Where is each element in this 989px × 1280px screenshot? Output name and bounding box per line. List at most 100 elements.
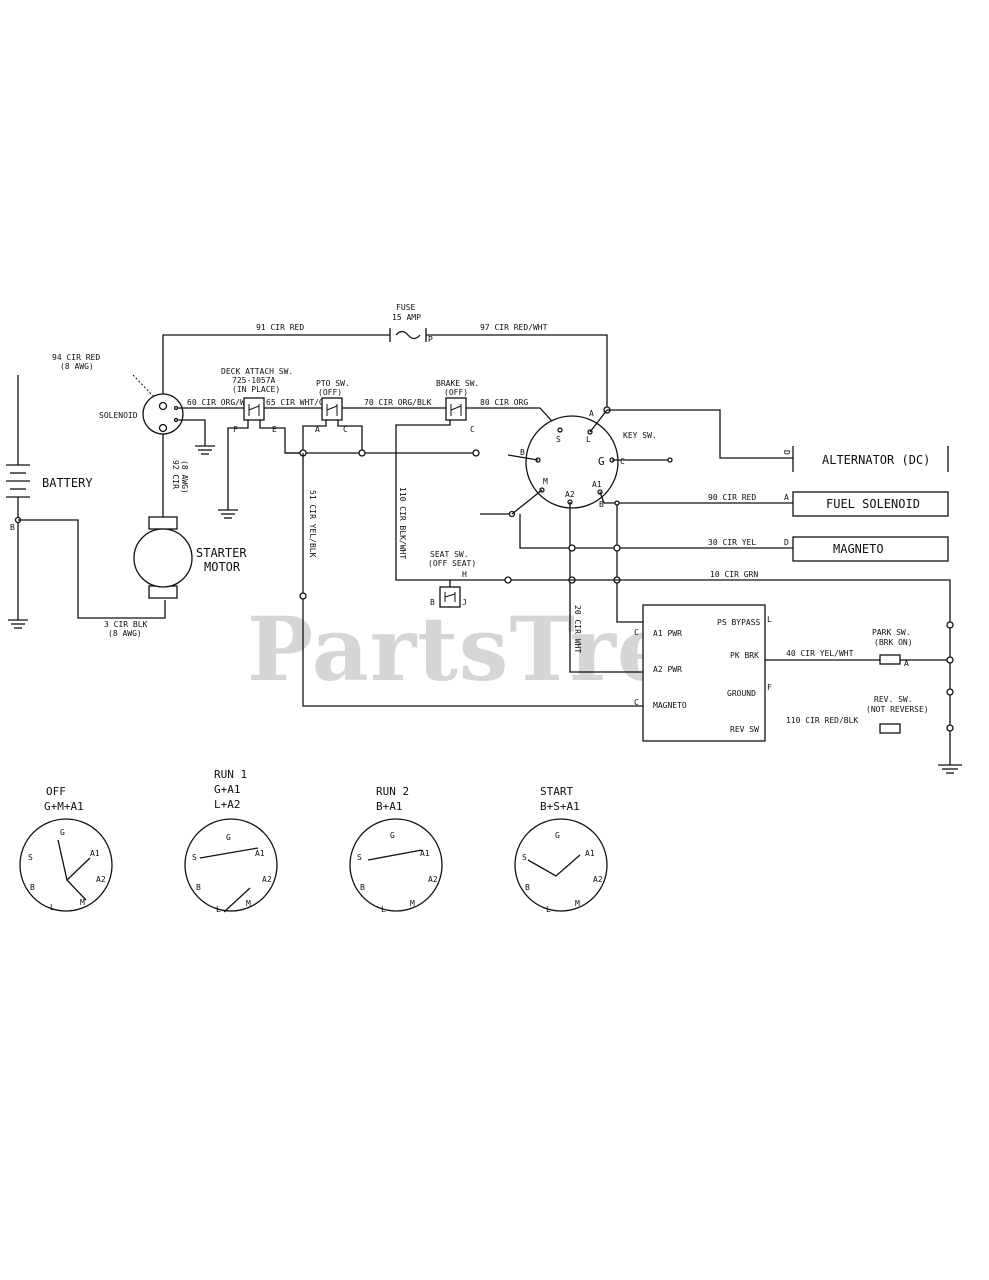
- brake-state: (OFF): [444, 388, 468, 397]
- deck-attach-part: 725-1057A: [232, 376, 276, 385]
- wire-94-label: 94 CIR RED: [52, 353, 100, 362]
- key-b-label-in: B: [520, 448, 525, 457]
- svg-text:L: L: [216, 905, 221, 914]
- brake-switch-symbol: [445, 397, 467, 421]
- fuel-solenoid-box: [792, 491, 949, 517]
- wire-51-label: 51 CIR YEL/BLK: [308, 490, 317, 558]
- run2-combo: B+A1: [376, 800, 403, 813]
- key-g-label: G: [598, 455, 605, 468]
- starter-label-1: STARTER: [196, 546, 247, 560]
- wire-110b-label: 110 CIR RED/BLK: [786, 716, 858, 725]
- solenoid-symbol: [142, 393, 184, 435]
- svg-text:L: L: [50, 903, 55, 912]
- control-module-box: [642, 604, 766, 742]
- alt-d-label: D: [782, 450, 791, 455]
- deck-attach-label: DECK ATTACH SW.: [221, 367, 293, 376]
- deck-attach-switch-symbol: [243, 397, 265, 421]
- magneto-label: MAGNETO: [833, 542, 884, 556]
- module-l-label: L: [767, 615, 772, 624]
- module-a1-pwr: A1 PWR: [653, 629, 682, 638]
- deck-attach-state: (IN PLACE): [232, 385, 280, 394]
- fuse-p-label: P: [428, 335, 433, 344]
- wire-65-label: 65 CIR WHT/ORG: [266, 398, 334, 407]
- svg-text:B: B: [525, 883, 530, 892]
- pto-a-label: A: [315, 425, 320, 434]
- module-ground: GROUND: [727, 689, 756, 698]
- alternator-label: ALTERNATOR (DC): [822, 453, 930, 467]
- seat-state: (OFF SEAT): [428, 559, 476, 568]
- wire-90-label: 90 CIR RED: [708, 493, 756, 502]
- svg-text:G: G: [226, 833, 231, 842]
- svg-text:S: S: [522, 853, 527, 862]
- key-a2-label: A2: [565, 490, 575, 499]
- key-b-label: B: [599, 500, 604, 509]
- wire-91-label: 91 CIR RED: [256, 323, 304, 332]
- wire-60-label: 60 CIR ORG/WHT: [187, 398, 255, 407]
- seat-b-label: B: [430, 598, 435, 607]
- run1-title: RUN 1: [214, 768, 247, 781]
- park-switch-symbol: [879, 654, 901, 665]
- rev-label: REV. SW.: [874, 695, 913, 704]
- park-a-label: A: [904, 659, 909, 668]
- svg-text:B: B: [196, 883, 201, 892]
- wire-20-label: 20 CIR WHT: [573, 605, 582, 653]
- svg-text:G: G: [390, 831, 395, 840]
- run1-combo-1: G+A1: [214, 783, 241, 796]
- wire-10-label: 10 CIR GRN: [710, 570, 758, 579]
- wire-110-label: 110 CIR BLK/WHT: [398, 487, 407, 559]
- svg-text:B: B: [360, 883, 365, 892]
- svg-text:M: M: [80, 898, 85, 907]
- module-f-label: F: [767, 683, 772, 692]
- deck-e-label: E: [272, 425, 277, 434]
- wire-92-gauge: (8 AWG): [180, 460, 189, 494]
- svg-text:A1: A1: [255, 849, 265, 858]
- svg-text:A1: A1: [585, 849, 595, 858]
- run1-combo-2: L+A2: [214, 798, 241, 811]
- key-a1-label: A1: [592, 480, 602, 489]
- key-s-label: S: [556, 435, 561, 444]
- battery-label: BATTERY: [42, 476, 93, 490]
- wire-3-label: 3 CIR BLK: [104, 620, 148, 629]
- key-position-off: OFF G+M+A1 S B G L M A1 A2: [19, 785, 113, 912]
- wire-40-label: 40 CIR YEL/WHT: [786, 649, 854, 658]
- key-l-label: L: [586, 435, 591, 444]
- rev-state: (NOT REVERSE): [866, 705, 929, 714]
- seat-h-label: H: [462, 570, 467, 579]
- fuse-rating: 15 AMP: [392, 313, 421, 322]
- off-combo: G+M+A1: [44, 800, 84, 813]
- solenoid-label: SOLENOID: [99, 411, 138, 420]
- start-title: START: [540, 785, 573, 798]
- off-title: OFF: [46, 785, 66, 798]
- wire-97-label: 97 CIR RED/WHT: [480, 323, 548, 332]
- wire-70-label: 70 CIR ORG/BLK: [364, 398, 432, 407]
- rev-switch-symbol: [879, 723, 901, 734]
- svg-text:M: M: [575, 899, 580, 908]
- svg-text:A2: A2: [262, 875, 272, 884]
- svg-text:A1: A1: [90, 849, 100, 858]
- starter-motor-symbol: [133, 516, 193, 599]
- svg-text:G: G: [60, 828, 65, 837]
- wire-30-label: 30 CIR YEL: [708, 538, 756, 547]
- svg-text:A2: A2: [96, 875, 106, 884]
- fuse-label: FUSE: [396, 303, 415, 312]
- key-c-label: C: [620, 457, 625, 466]
- svg-text:A2: A2: [428, 875, 438, 884]
- key-position-run1: RUN 1 G+A1 L+A2 S B G L M A1 A2: [184, 768, 278, 914]
- pto-switch-symbol: [321, 397, 343, 421]
- key-switch-symbol: [525, 415, 619, 509]
- svg-text:M: M: [410, 899, 415, 908]
- svg-text:G: G: [555, 831, 560, 840]
- park-state: (BRK ON): [874, 638, 913, 647]
- module-magneto: MAGNETO: [653, 701, 687, 710]
- pto-state: (OFF): [318, 388, 342, 397]
- magneto-d-label: D: [784, 538, 789, 547]
- pto-c-label: C: [343, 425, 348, 434]
- key-a-label: A: [589, 409, 594, 418]
- module-rev-sw: REV SW: [730, 725, 759, 734]
- pto-label: PTO SW.: [316, 379, 350, 388]
- fuel-a-label: A: [784, 493, 789, 502]
- wire-3-gauge: (8 AWG): [108, 629, 142, 638]
- svg-text:S: S: [192, 853, 197, 862]
- fuse-symbol: [389, 328, 427, 342]
